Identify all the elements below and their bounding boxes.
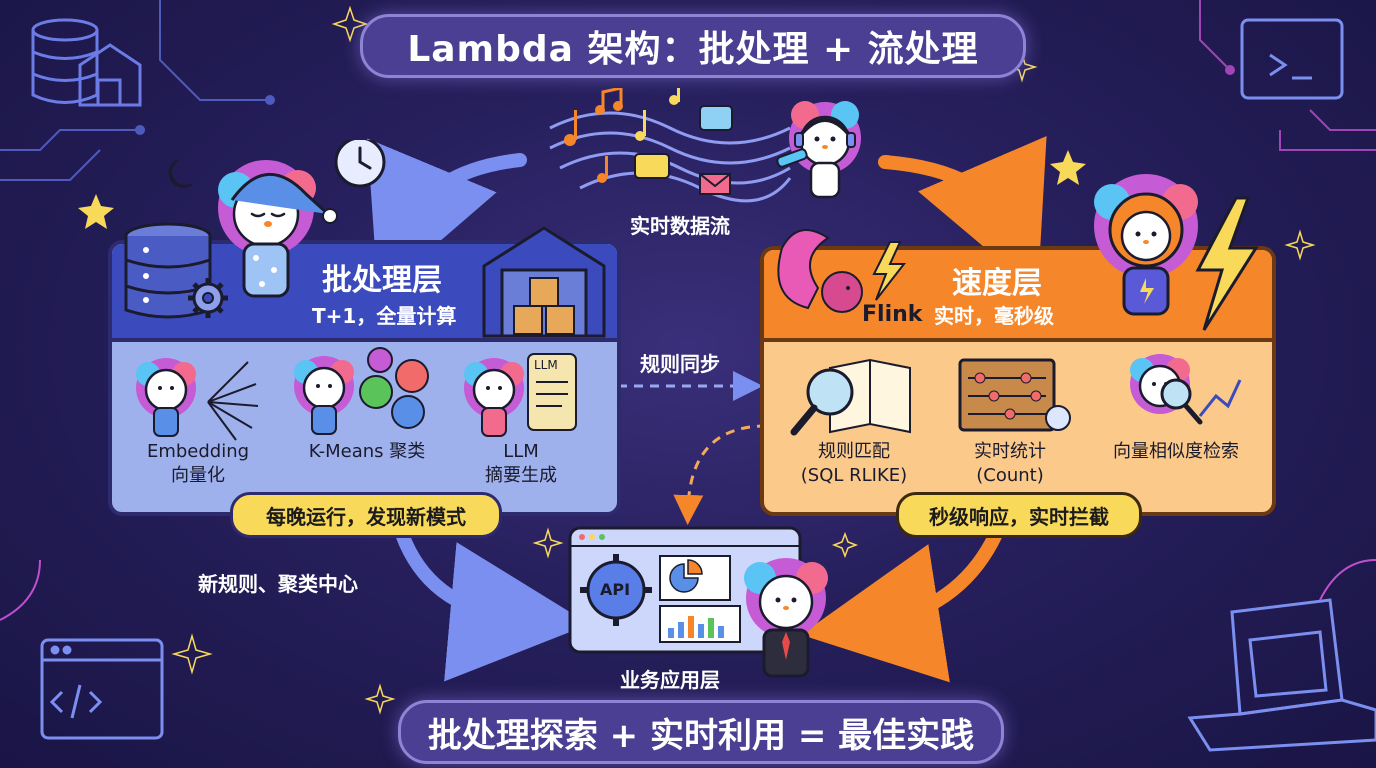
batch-item-embedding-line2: 向量化 <box>171 465 225 486</box>
batch-to-app-arrow <box>395 527 590 682</box>
batch-footer-badge: 每晚运行，发现新模式 <box>230 492 502 538</box>
llm-mascot <box>464 358 524 437</box>
batch-item-embedding-line1: Embedding <box>146 441 250 462</box>
bar-chart-icon <box>668 616 724 638</box>
speed-item-vector-search: 向量相似度检索 <box>1096 440 1256 464</box>
speed-item-vector-search-line1: 向量相似度检索 <box>1113 441 1239 462</box>
flink-squirrel-icon <box>777 229 863 313</box>
lightning-icon-small <box>872 241 907 301</box>
speed-item-rule-match-line1: 规则匹配 <box>818 441 890 462</box>
app-layer-label: 业务应用层 <box>620 668 720 692</box>
terminal-icon <box>1240 18 1344 100</box>
warehouse-icon <box>482 226 606 338</box>
speed-footer-badge: 秒级响应，实时拦截 <box>896 492 1142 538</box>
batch-item-embedding: Embedding 向量化 <box>128 440 268 488</box>
cluster-blobs-icon <box>359 347 429 429</box>
speed-item-stats: 实时统计 (Count) <box>950 440 1070 488</box>
batch-item-llm-line2: 摘要生成 <box>485 465 557 486</box>
embedding-mascot <box>136 358 196 437</box>
new-rules-label: 新规则、聚类中心 <box>198 572 358 596</box>
data-stream-illustration <box>549 88 861 203</box>
speed-to-app-arrow <box>800 527 1003 683</box>
speed-items-art <box>790 354 1242 436</box>
batch-layer-title: 批处理层 <box>322 263 442 298</box>
gear-icon <box>188 278 228 318</box>
speed-header-art <box>777 174 1259 331</box>
stream-label: 实时数据流 <box>630 214 730 238</box>
batch-header-art <box>124 140 606 338</box>
speed-to-app-dashed-arrow <box>673 424 767 525</box>
laptop-icon <box>1187 598 1376 752</box>
sleeping-mascot <box>218 160 338 298</box>
speed-layer-subtitle: 实时，毫秒级 <box>934 304 1054 328</box>
code-window-icon <box>40 638 164 740</box>
database-icon-topleft <box>31 18 142 107</box>
api-label: API <box>600 580 631 599</box>
footer-summary: 批处理探索 + 实时利用 = 最佳实践 <box>398 700 1004 764</box>
moon-icon <box>168 159 193 188</box>
music-note-icon <box>564 88 623 183</box>
vector-arrows-icon <box>207 361 259 441</box>
lightning-icon-large <box>1195 196 1259 331</box>
stream-to-batch-arrow <box>367 138 527 295</box>
rule-sync-label: 规则同步 <box>640 352 720 376</box>
batch-item-kmeans: K-Means 聚类 <box>292 440 442 464</box>
api-gear-icon <box>580 554 652 626</box>
llm-scroll-text: LLM <box>534 358 558 372</box>
flink-label: Flink <box>862 302 923 327</box>
book-magnifier-icon <box>790 358 911 436</box>
speed-layer-title: 速度层 <box>952 266 1042 301</box>
headphone-mascot <box>776 101 861 199</box>
page-title: Lambda 架构：批处理 + 流处理 <box>360 14 1026 78</box>
chat-bubble-icon <box>634 153 670 179</box>
scroll-icon <box>527 353 577 431</box>
business-mascot <box>744 558 828 678</box>
kmeans-mascot <box>294 356 354 435</box>
speed-item-stats-line1: 实时统计 <box>974 441 1046 462</box>
speed-item-rule-match-line2: (SQL RLIKE) <box>800 465 908 486</box>
stream-to-speed-arrow <box>878 135 1047 293</box>
batch-layer-subtitle: T+1，全量计算 <box>312 304 457 328</box>
batch-items-art <box>136 347 577 441</box>
vector-search-mascot <box>1130 354 1203 425</box>
app-layer-art <box>568 526 828 678</box>
batch-item-kmeans-line1: K-Means 聚类 <box>308 441 426 462</box>
abacus-icon <box>958 358 1071 432</box>
batch-item-llm-line1: LLM <box>503 441 539 462</box>
helmet-mascot <box>1094 174 1198 316</box>
batch-item-llm: LLM 摘要生成 <box>466 440 576 488</box>
clock-icon <box>334 140 386 188</box>
chat-bubble-icon-2 <box>699 105 733 131</box>
trend-line-icon <box>1198 379 1242 417</box>
speed-item-stats-line2: (Count) <box>976 465 1044 486</box>
speed-item-rule-match: 规则匹配 (SQL RLIKE) <box>786 440 922 488</box>
pie-chart-icon <box>669 563 699 593</box>
